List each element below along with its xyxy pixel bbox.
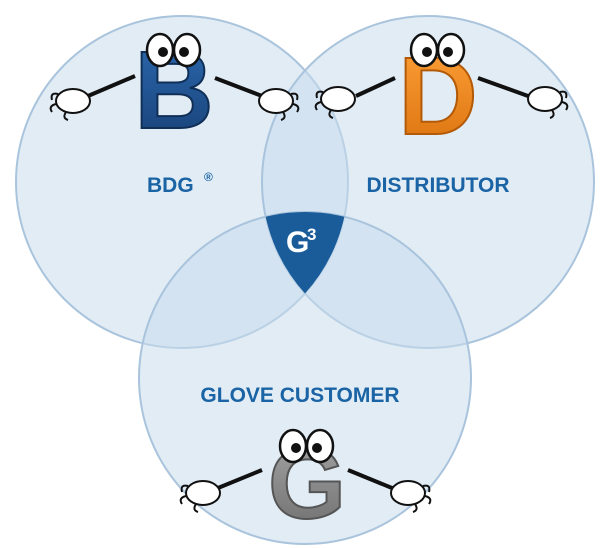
right-glove-icon	[527, 86, 569, 119]
right-glove-icon	[390, 480, 432, 513]
label-bdg: BDG	[147, 174, 194, 197]
label-bdg-registered-mark: ®	[204, 170, 213, 184]
center-superscript: 3	[307, 225, 316, 244]
left-glove-icon	[314, 86, 356, 119]
label-glove-customer: GLOVE CUSTOMER	[200, 384, 399, 407]
b-eyes-icon	[145, 32, 202, 68]
left-glove-icon	[49, 88, 91, 121]
left-glove-icon	[179, 480, 221, 513]
right-glove-icon	[258, 88, 300, 121]
g-mascot: G	[179, 427, 432, 541]
b-mascot: B	[49, 28, 300, 153]
g-eyes-icon	[278, 428, 335, 464]
d-eyes-icon	[409, 32, 466, 68]
center-label: G	[286, 226, 309, 259]
center-intersection: G 3	[262, 212, 348, 348]
d-mascot: D	[314, 32, 569, 159]
label-distributor: DISTRIBUTOR	[366, 174, 509, 197]
